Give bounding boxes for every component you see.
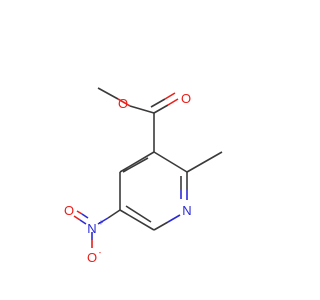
nitro-nitrogen-charge: + xyxy=(99,218,104,227)
nitro-bonds xyxy=(73,209,121,248)
ring-nitrogen-label: N xyxy=(182,203,191,218)
ring-nitrogen-bonds xyxy=(153,172,188,231)
nitro-oxygen-minus-label: O xyxy=(87,250,97,265)
nitro-oxygen-charge: - xyxy=(99,248,102,257)
carbonyl-oxygen-label: O xyxy=(181,91,191,106)
nitro-nitrogen-label: N xyxy=(87,221,96,236)
nitro-oxygen-double-label: O xyxy=(64,203,74,218)
ester-oxygen-label: O xyxy=(118,96,128,111)
carbon-bonds xyxy=(97,87,223,231)
oxygen-bonds xyxy=(117,92,179,114)
molecule-structure: O O N N + O O - xyxy=(64,87,223,265)
